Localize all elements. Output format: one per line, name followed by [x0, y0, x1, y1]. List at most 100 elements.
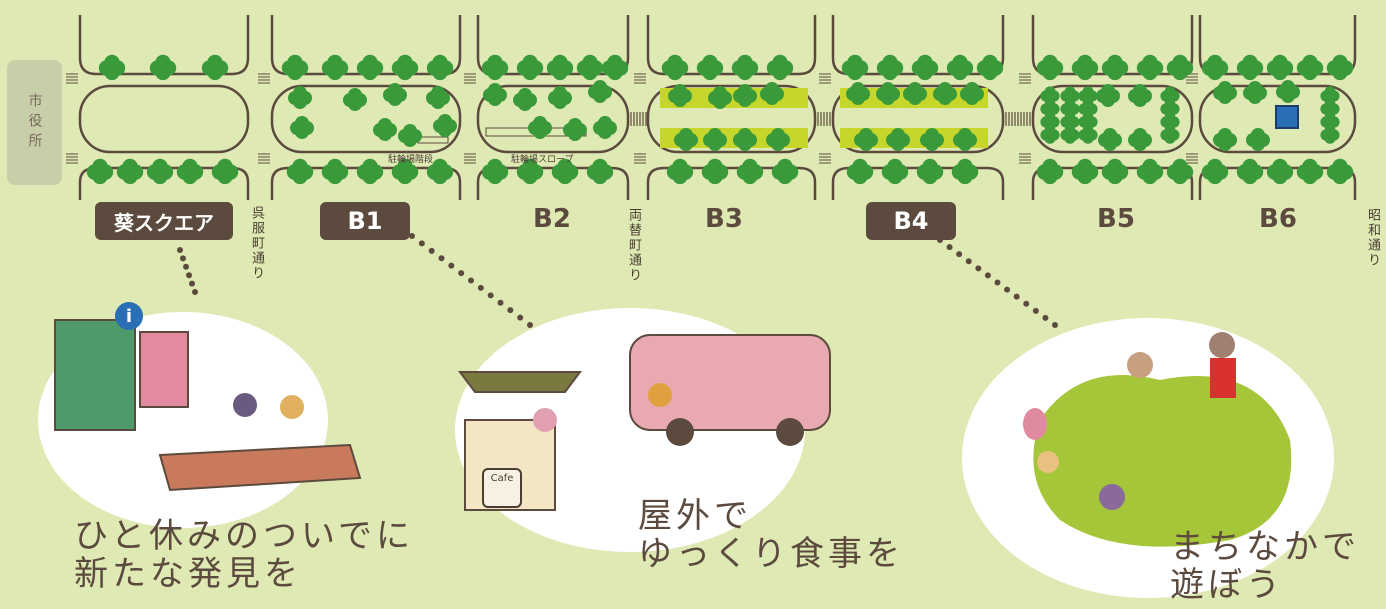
caption-aoi: ひと休みのついでに新たな発見を: [74, 516, 414, 594]
tree: [576, 54, 604, 81]
tree: [1040, 86, 1060, 105]
leader-dot: [1052, 322, 1058, 328]
tree: [766, 54, 794, 81]
leader-dot: [192, 289, 198, 295]
tree: [516, 158, 544, 185]
tree: [920, 128, 944, 151]
street-showa: 昭和通り: [1365, 208, 1380, 268]
label-b6: B6: [1259, 204, 1297, 234]
tree: [731, 54, 759, 81]
tree: [876, 54, 904, 81]
stall-awning: [458, 371, 582, 393]
cafe-sign: Cafe: [482, 468, 522, 508]
block-middle-outline: [78, 84, 250, 154]
leader-dot: [177, 247, 183, 253]
tree: [321, 54, 349, 81]
tree: [1078, 125, 1098, 144]
tree: [1320, 112, 1340, 131]
tree: [733, 84, 757, 107]
person: [533, 408, 557, 432]
tree: [696, 54, 724, 81]
tree: [976, 54, 1004, 81]
water-feature: [1275, 105, 1299, 129]
leader-dot: [975, 265, 982, 272]
tree: [1128, 84, 1152, 107]
tree: [528, 116, 552, 139]
label-aoi-square: 葵スクエア: [95, 202, 233, 240]
person: [280, 395, 304, 419]
block-middle-outline: [646, 84, 817, 154]
person: [1099, 484, 1125, 510]
tree: [841, 54, 869, 81]
tree: [1213, 81, 1237, 104]
leader-dot: [497, 299, 504, 306]
tree: [1160, 125, 1180, 144]
leader-dot: [428, 247, 435, 254]
tree: [281, 54, 309, 81]
bench: [158, 443, 362, 492]
tree: [86, 158, 114, 185]
tree: [551, 158, 579, 185]
tree: [854, 128, 878, 151]
tree: [1096, 84, 1120, 107]
parking-slope-label: 駐輪場スロープ: [511, 155, 574, 165]
tree: [149, 54, 177, 81]
tree: [146, 158, 174, 185]
tree: [1326, 158, 1354, 185]
tree: [391, 158, 419, 185]
city-hall-label: 市役所: [7, 60, 62, 185]
person: [648, 383, 672, 407]
tree: [1136, 158, 1164, 185]
street-gofuku: 呉服町通り: [249, 206, 264, 281]
person: [1037, 451, 1059, 473]
tree: [176, 158, 204, 185]
balloon: [1023, 408, 1047, 440]
leader-dot: [418, 240, 425, 247]
tree: [703, 128, 727, 151]
tree: [548, 86, 572, 109]
tree: [563, 118, 587, 141]
tree: [1266, 54, 1294, 81]
tree: [886, 128, 910, 151]
tree: [1098, 128, 1122, 151]
tree: [666, 158, 694, 185]
tree: [674, 128, 698, 151]
tree: [586, 158, 614, 185]
tree: [661, 54, 689, 81]
tree: [481, 54, 509, 81]
tree: [1071, 158, 1099, 185]
tree: [1236, 158, 1264, 185]
tree: [356, 54, 384, 81]
block-top-outline: [646, 15, 817, 76]
leader-dot: [477, 284, 484, 291]
leader-dot: [1042, 314, 1049, 321]
info-board: [54, 319, 136, 431]
label-b4: B4: [866, 202, 956, 240]
person: [233, 393, 257, 417]
tree: [903, 82, 927, 105]
tree: [516, 54, 544, 81]
tree: [1166, 158, 1194, 185]
label-b3: B3: [705, 204, 743, 234]
block-bottom-outline: [646, 166, 817, 200]
leader-dot: [984, 272, 991, 279]
tree: [1128, 128, 1152, 151]
label-b2: B2: [533, 204, 571, 234]
tree: [916, 158, 944, 185]
leader-dot: [487, 292, 494, 299]
person: [1127, 352, 1153, 378]
tree: [668, 84, 692, 107]
leader-dot: [448, 262, 455, 269]
tree: [426, 54, 454, 81]
tree: [373, 118, 397, 141]
info-icon: i: [115, 302, 143, 330]
tree: [1276, 80, 1300, 103]
leader-dot: [965, 258, 972, 265]
tree: [1296, 54, 1324, 81]
tree: [426, 86, 450, 109]
tree: [601, 54, 629, 81]
leader-dot: [946, 244, 953, 251]
tree: [433, 114, 457, 137]
tree: [1060, 99, 1080, 118]
